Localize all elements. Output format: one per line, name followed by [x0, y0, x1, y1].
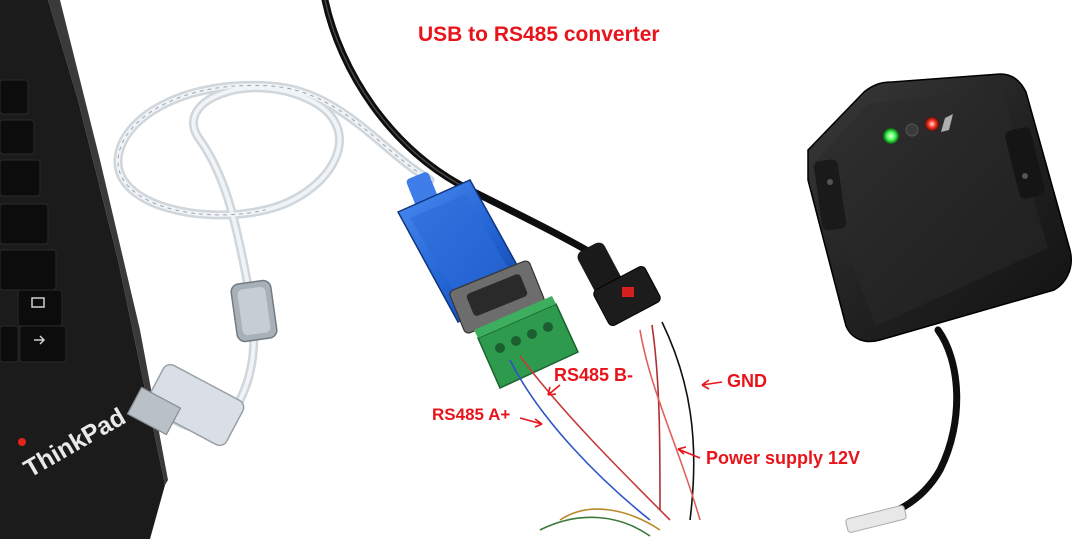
- logo-dot: [18, 438, 26, 446]
- usb-rs485-converter: [396, 172, 545, 334]
- rs485-b-label: RS485 B-: [554, 365, 634, 385]
- terminal-block: [474, 296, 579, 390]
- keyboard-keys: [0, 79, 67, 363]
- usb-plug: [126, 363, 245, 447]
- laptop: ThinkPad: [0, 0, 168, 539]
- dc-power-jack: [577, 242, 661, 327]
- title-label: USB to RS485 converter: [418, 23, 660, 46]
- signal-wires: [509, 321, 701, 537]
- status-leds: [883, 114, 953, 144]
- annotation-arrows: [519, 379, 723, 459]
- arrow-key-icons: [31, 297, 46, 345]
- cable-highlight: [324, 0, 471, 191]
- black-device: [807, 73, 1072, 533]
- gnd-label: GND: [727, 371, 767, 391]
- power-supply-label: Power supply 12V: [706, 448, 861, 468]
- ferrite-core: [230, 279, 278, 343]
- rs485-a-label: RS485 A+: [432, 405, 511, 424]
